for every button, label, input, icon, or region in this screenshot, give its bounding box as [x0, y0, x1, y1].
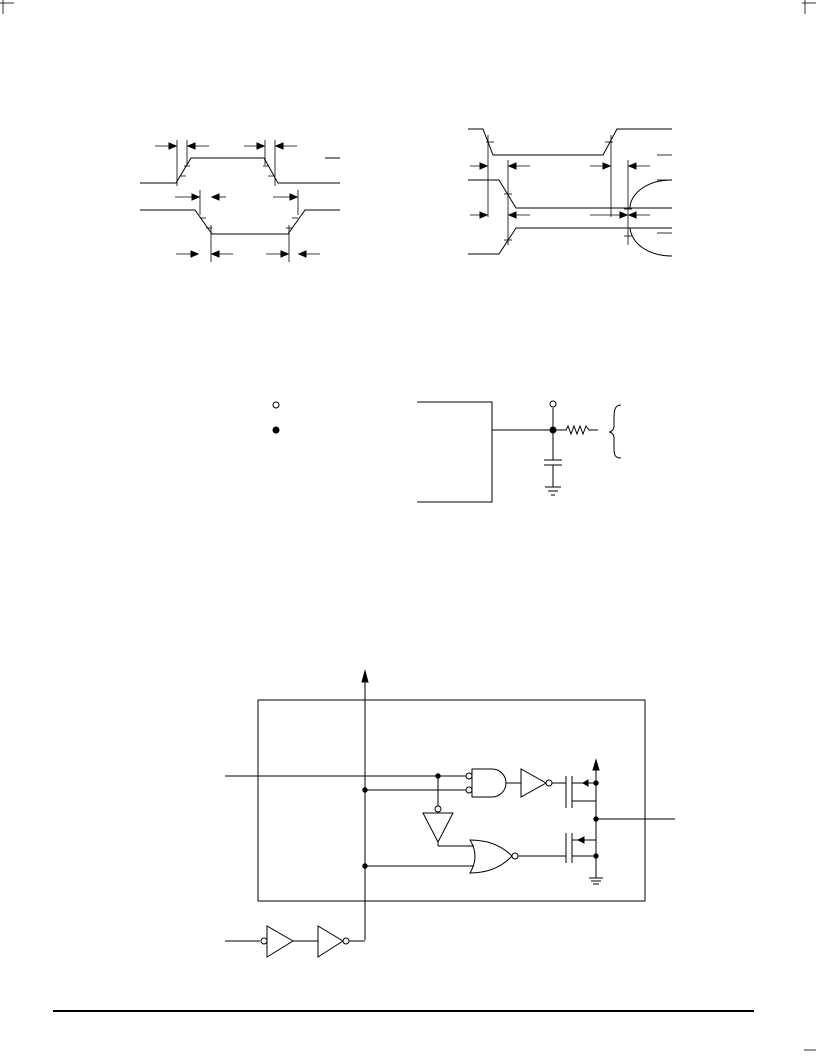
device-outline [417, 401, 493, 503]
legend-open-node [272, 401, 280, 409]
timing-waveform-left [140, 140, 340, 262]
input-buffer-2 [317, 925, 344, 958]
test-load-circuit [272, 400, 622, 503]
vcc-arrow-icon [592, 758, 600, 771]
supply-arrow-icon [361, 669, 369, 683]
load-resistor [553, 424, 598, 436]
timing-waveform-right [468, 128, 673, 257]
or-gate [469, 839, 513, 874]
output-disable-arc [629, 227, 673, 257]
waveform-lower-trace [140, 209, 340, 235]
input-buffer-1 [266, 925, 294, 958]
ground-icon [589, 877, 603, 885]
ground-icon [545, 486, 561, 496]
control-trace-low [468, 227, 672, 255]
control-trace-mid [468, 179, 672, 209]
output-logic-diagram [225, 669, 675, 958]
and-gate [471, 768, 507, 798]
waveform-upper-trace [140, 157, 340, 184]
inverter-down [422, 812, 454, 844]
output-enable-arc [629, 179, 673, 209]
legend-solid-node [272, 426, 280, 434]
control-trace-top [468, 128, 672, 156]
device-boundary [257, 699, 646, 902]
inverter-upper [520, 768, 548, 798]
supply-brace [608, 404, 622, 459]
test-point [549, 400, 557, 408]
